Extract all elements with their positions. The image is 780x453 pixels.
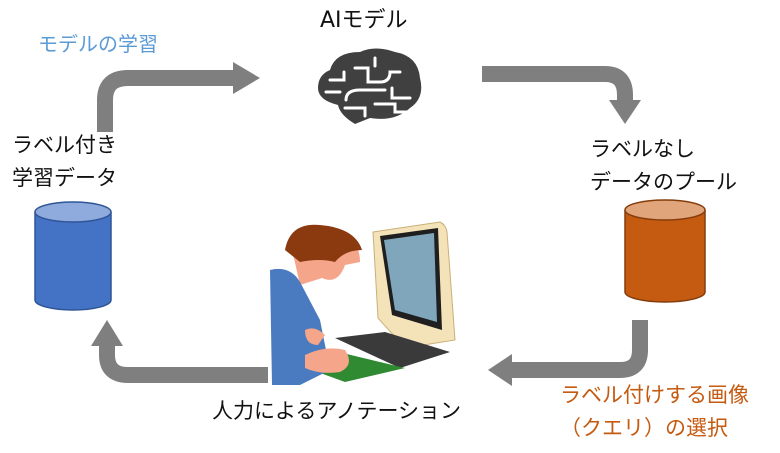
annotation-label: 人力によるアノテーション <box>212 399 462 423</box>
model-training-label: モデルの学習 <box>38 32 158 56</box>
ai-model-label: AIモデル <box>320 8 408 33</box>
labeled-data-label-line1: ラベル付き <box>12 133 117 157</box>
unlabeled-pool-label-line1: ラベルなし <box>590 137 695 161</box>
arrow-query <box>488 320 648 386</box>
query-selection-label-line2: （クエリ）の選択 <box>560 416 728 440</box>
person-at-computer-illustration <box>270 221 456 385</box>
labeled-data-cylinder <box>34 201 112 311</box>
brain-icon <box>318 48 422 124</box>
unlabeled-pool-cylinder <box>624 199 706 303</box>
arrow-train <box>97 62 260 132</box>
unlabeled-pool-label-line2: データのプール <box>590 170 737 194</box>
query-selection-label-line1: ラベル付けする画像 <box>560 383 749 407</box>
arrow-predict <box>482 66 641 124</box>
arrow-annotate <box>91 320 268 383</box>
labeled-data-label-line2: 学習データ <box>12 166 117 190</box>
